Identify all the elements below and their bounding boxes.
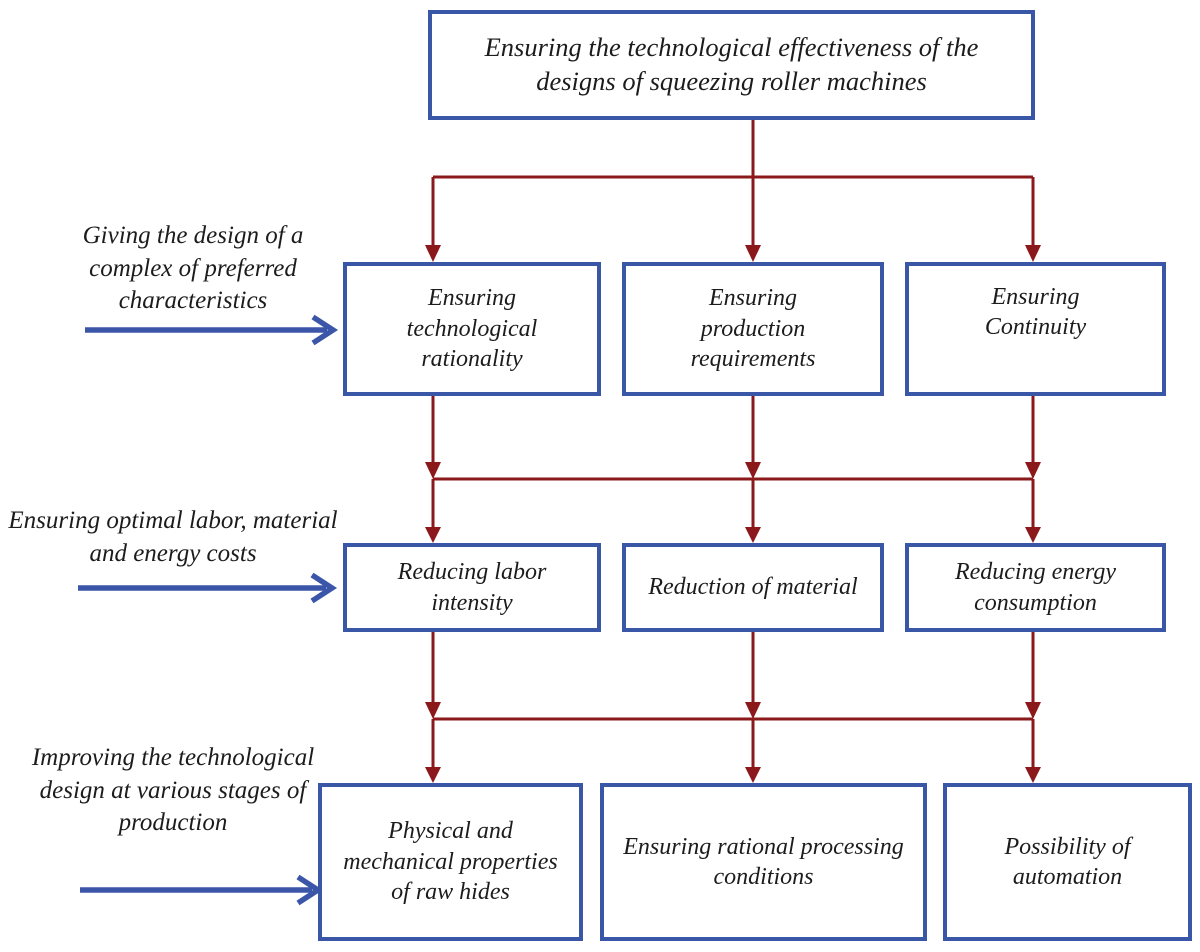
stage1-box-continuity: Ensuring Continuity bbox=[905, 262, 1166, 396]
box-label: Ensuring rational processing conditions bbox=[623, 833, 904, 890]
stage3-box-rational-processing: Ensuring rational processing conditions bbox=[600, 783, 927, 941]
side-note-stage1: Giving the design of a complex of prefer… bbox=[82, 222, 304, 314]
connector-bus3-to-stage3 bbox=[425, 719, 1041, 783]
side-note-stage2: Ensuring optimal labor, material and ene… bbox=[8, 507, 338, 567]
stage2-box-energy-consumption: Reducing energy consumption bbox=[905, 543, 1166, 632]
root-box-label: Ensuring the technological effectiveness… bbox=[484, 32, 979, 96]
stage1-box-technological-rationality: Ensuring technological rationality bbox=[343, 262, 601, 396]
side-arrow-stage2-icon bbox=[78, 572, 338, 604]
box-label: Reducing labor intensity bbox=[397, 559, 547, 616]
stage2-box-reduction-of-material: Reduction of material bbox=[622, 543, 884, 632]
side-arrow-stage1-icon bbox=[85, 314, 339, 346]
connector-bus2-to-stage2 bbox=[425, 479, 1041, 543]
stage1-box-production-requirements: Ensuring production requirements bbox=[622, 262, 884, 396]
connector-stage1-to-bus2 bbox=[425, 396, 1041, 481]
box-label: Physical and mechanical properties of ra… bbox=[343, 818, 558, 906]
box-label: Reducing energy consumption bbox=[954, 559, 1117, 616]
connector-root-to-stage1 bbox=[425, 120, 1041, 262]
side-arrow-stage3-icon bbox=[80, 874, 324, 906]
box-label: Ensuring production requirements bbox=[690, 285, 816, 373]
box-label: Reduction of material bbox=[648, 574, 858, 601]
box-label: Ensuring technological rationality bbox=[406, 285, 538, 373]
root-box: Ensuring the technological effectiveness… bbox=[428, 10, 1035, 120]
box-label: Possibility of automation bbox=[1004, 833, 1131, 890]
stage3-box-possibility-of-automation: Possibility of automation bbox=[943, 783, 1192, 941]
stage3-box-raw-hides-properties: Physical and mechanical properties of ra… bbox=[318, 783, 583, 941]
stage2-box-labor-intensity: Reducing labor intensity bbox=[343, 543, 601, 632]
connector-stage2-to-bus3 bbox=[425, 632, 1041, 721]
side-note-stage3: Improving the technological design at va… bbox=[31, 744, 315, 836]
box-label: Ensuring Continuity bbox=[984, 284, 1087, 341]
